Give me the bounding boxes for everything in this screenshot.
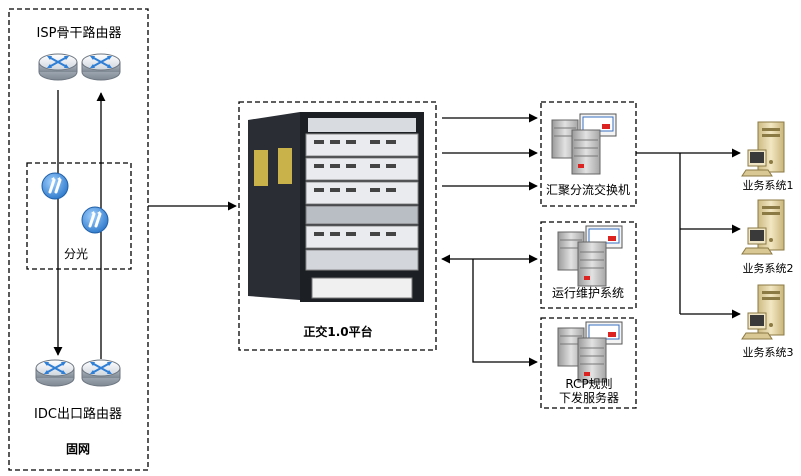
isp-router-group-label: ISP骨干路由器 <box>36 26 122 41</box>
business-system-1-icon <box>741 121 785 177</box>
splitter-label: 分光 <box>63 247 89 261</box>
aggregation-switch-group <box>540 101 637 207</box>
isp-router-icon <box>81 53 121 81</box>
business-system-3-label: 业务系统3 <box>742 346 794 359</box>
idc-router-icon <box>35 359 75 387</box>
platform-label: 正交1.0平台 <box>303 325 373 339</box>
idc-router-group-label: IDC出口路由器 <box>34 407 122 422</box>
business-system-2-icon <box>741 199 785 255</box>
business-system-1-label: 业务系统1 <box>742 179 794 192</box>
rcp-server-group <box>540 317 637 409</box>
fixed-network-label: 固网 <box>65 442 91 456</box>
platform-chassis-icon <box>248 112 424 302</box>
aggregation-switch-label: 汇聚分流交换机 <box>545 183 631 197</box>
rcp-server-label-line1: RCP规则 <box>565 377 613 391</box>
ops-system-group <box>540 221 637 309</box>
ops-system-label: 运行维护系统 <box>551 286 625 300</box>
business-system-2-label: 业务系统2 <box>742 262 794 275</box>
idc-router-icon <box>81 359 121 387</box>
platform-rcp-link <box>472 259 538 367</box>
ops-server-icon <box>557 225 623 287</box>
optical-splitter-icon <box>80 205 110 235</box>
business-system-3-icon <box>741 284 785 340</box>
optical-splitter-icon <box>40 171 70 201</box>
isp-router-icon <box>38 53 78 81</box>
splitter-group <box>26 162 132 270</box>
aggregation-switch-icon <box>551 113 617 175</box>
fixed-network-group <box>8 8 149 471</box>
rcp-server-icon <box>557 321 623 383</box>
platform-group <box>238 101 437 351</box>
rcp-server-label-line2: 下发服务器 <box>558 391 620 405</box>
